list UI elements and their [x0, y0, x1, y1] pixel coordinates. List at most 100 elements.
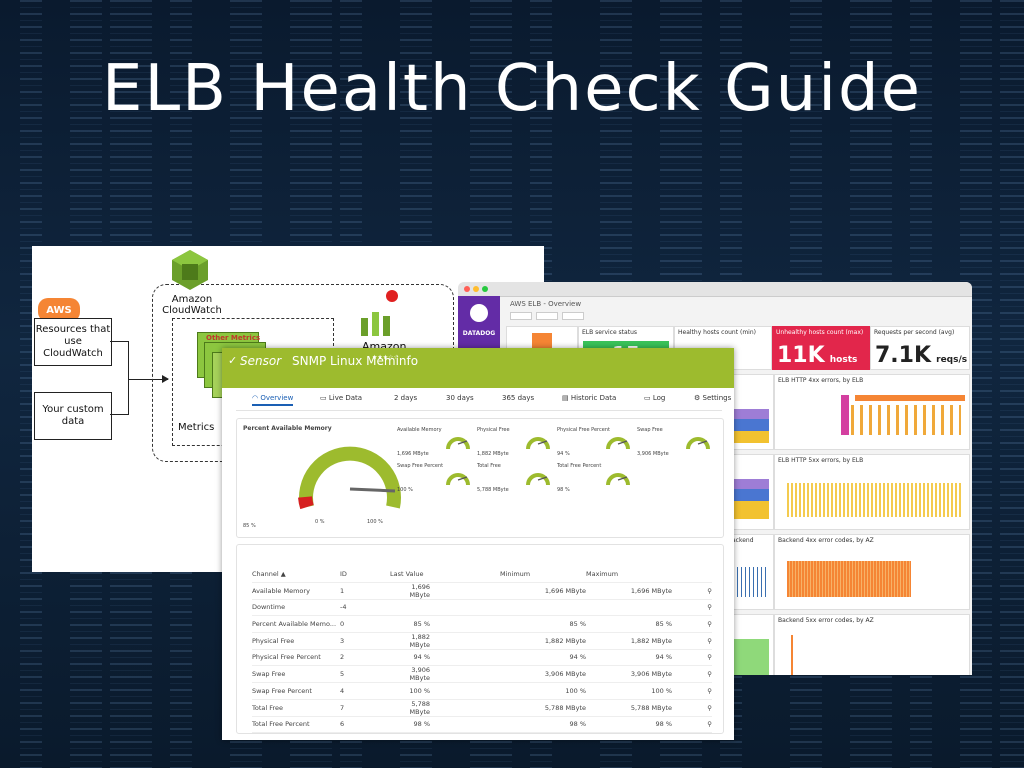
mini-gauge-value: 98 % — [557, 487, 570, 493]
rating-stars-icon[interactable]: ★★★☆☆ — [372, 354, 399, 361]
breadcrumb[interactable]: AWS ELB - Overview — [510, 300, 582, 308]
row-action-icon[interactable]: ⚲ — [672, 599, 712, 616]
tab-overview[interactable]: ◠ Overview — [252, 394, 294, 406]
mini-gauge-value: 100 % — [397, 487, 413, 493]
mini-gauge-value: 1,882 MByte — [477, 451, 509, 457]
channels-card — [236, 544, 724, 734]
cell-maximum — [586, 599, 672, 616]
mini-gauge-label: Total Free — [477, 463, 501, 469]
col-maximum[interactable]: Maximum — [586, 566, 672, 583]
col-channel[interactable]: Channel ▲ — [252, 566, 340, 583]
row-action-icon[interactable]: ⚲ — [672, 615, 712, 633]
cell-channel: Available Memory — [252, 582, 340, 600]
row-action-icon[interactable]: ⚲ — [672, 582, 712, 600]
maximize-dot-icon[interactable] — [482, 286, 488, 292]
row-action-icon[interactable]: ⚲ — [672, 632, 712, 650]
requests-number: 7.1K — [875, 343, 932, 368]
mini-gauge-dial — [446, 473, 470, 486]
tab-historic-data[interactable]: ▤ Historic Data — [562, 394, 616, 402]
channels-table: Channel ▲ ID Last Value Minimum Maximum … — [252, 566, 712, 733]
minimize-dot-icon[interactable] — [473, 286, 479, 292]
tab-2-days[interactable]: 2 days — [394, 394, 418, 402]
connector-line — [128, 341, 129, 415]
tab-30-days[interactable]: 30 days — [446, 394, 474, 402]
col-minimum[interactable]: Minimum — [500, 566, 586, 583]
mini-gauge-dial — [686, 437, 710, 450]
filter-bar[interactable] — [510, 312, 670, 320]
cell-maximum: 100 % — [586, 682, 672, 700]
page-title: ELB Health Check Guide — [102, 52, 922, 126]
cell-channel: Downtime — [252, 599, 340, 616]
tile-title: Unhealthy hosts count (max) — [776, 329, 864, 336]
arrow-head-icon — [162, 375, 169, 383]
sensor-header: ✓ Sensor SNMP Linux Meminfo ★★★☆☆ — [222, 348, 734, 376]
backend5xx-chart-tile: Backend 5xx error codes, by AZ — [774, 614, 970, 675]
tile-title: Healthy hosts count (min) — [678, 329, 756, 336]
cell-minimum: 100 % — [500, 682, 586, 700]
cell-id: 3 — [340, 632, 390, 650]
row-action-icon[interactable]: ⚲ — [672, 649, 712, 666]
cell-maximum: 94 % — [586, 649, 672, 666]
unhealthy-unit: hosts — [829, 355, 858, 365]
cloudwatch-label: Amazon CloudWatch — [162, 294, 222, 316]
cell-last-value: 1,882 MByte — [390, 632, 500, 650]
tab-label: Overview — [260, 394, 294, 402]
cell-maximum: 85 % — [586, 615, 672, 633]
row-action-icon[interactable]: ⚲ — [672, 716, 712, 733]
col-id[interactable]: ID — [340, 566, 390, 583]
cell-last-value: 3,906 MByte — [390, 665, 500, 683]
cell-id: 7 — [340, 699, 390, 717]
row-action-icon[interactable]: ⚲ — [672, 699, 712, 717]
stacked-area-chart — [733, 409, 769, 443]
area-series — [733, 639, 769, 675]
mini-gauge-label: Physical Free — [477, 427, 510, 433]
sensor-tabs: ◠ Overview ▭ Live Data 2 days 30 days 36… — [222, 394, 734, 408]
cell-last-value: 5,788 MByte — [390, 699, 500, 717]
big-gauge-current: 85 % — [243, 523, 256, 529]
cell-maximum: 1,696 MByte — [586, 582, 672, 600]
bar-series — [787, 561, 911, 597]
col-last-value[interactable]: Last Value — [390, 566, 500, 583]
historic-data-icon: ▤ — [562, 394, 571, 402]
tile-title: Backend 4xx error codes, by AZ — [778, 537, 874, 544]
datadog-logo[interactable]: DATADOG — [458, 296, 500, 354]
tab-log[interactable]: ▭ Log — [644, 394, 665, 402]
row-action-icon[interactable]: ⚲ — [672, 665, 712, 683]
table-row[interactable]: Downtime-4⚲ — [252, 599, 712, 616]
mini-gauge-value: 1,696 MByte — [397, 451, 429, 457]
row-action-icon[interactable]: ⚲ — [672, 682, 712, 700]
cell-minimum: 1,882 MByte — [500, 632, 586, 650]
close-dot-icon[interactable] — [464, 286, 470, 292]
other-metrics-label: Other Metrics — [206, 334, 261, 342]
tab-label: Settings — [702, 394, 732, 402]
cell-channel: Swap Free — [252, 665, 340, 683]
unhealthy-value: 11K hosts — [777, 343, 857, 368]
unhealthy-hosts-tile: Unhealthy hosts count (max) 11K hosts — [772, 326, 870, 370]
tile-title: ELB service status — [582, 329, 637, 336]
bar-series — [851, 405, 961, 435]
cell-channel: Physical Free — [252, 632, 340, 650]
resources-box: Resources that use CloudWatch — [34, 318, 112, 366]
tab-settings[interactable]: ⚙ Settings — [694, 394, 731, 402]
tab-365-days[interactable]: 365 days — [502, 394, 535, 402]
requests-unit: reqs/s — [936, 355, 968, 365]
requests-value: 7.1K reqs/s — [875, 343, 967, 368]
cell-id: 4 — [340, 682, 390, 700]
cell-minimum — [500, 599, 586, 616]
mini-gauge-label: Total Free Percent — [557, 463, 602, 469]
mini-gauge-label: Swap Free — [637, 427, 663, 433]
tab-live-data[interactable]: ▭ Live Data — [320, 394, 362, 402]
connector-line — [110, 414, 128, 415]
server-rack-column — [1000, 0, 1024, 768]
custom-data-box: Your custom data — [34, 392, 112, 440]
